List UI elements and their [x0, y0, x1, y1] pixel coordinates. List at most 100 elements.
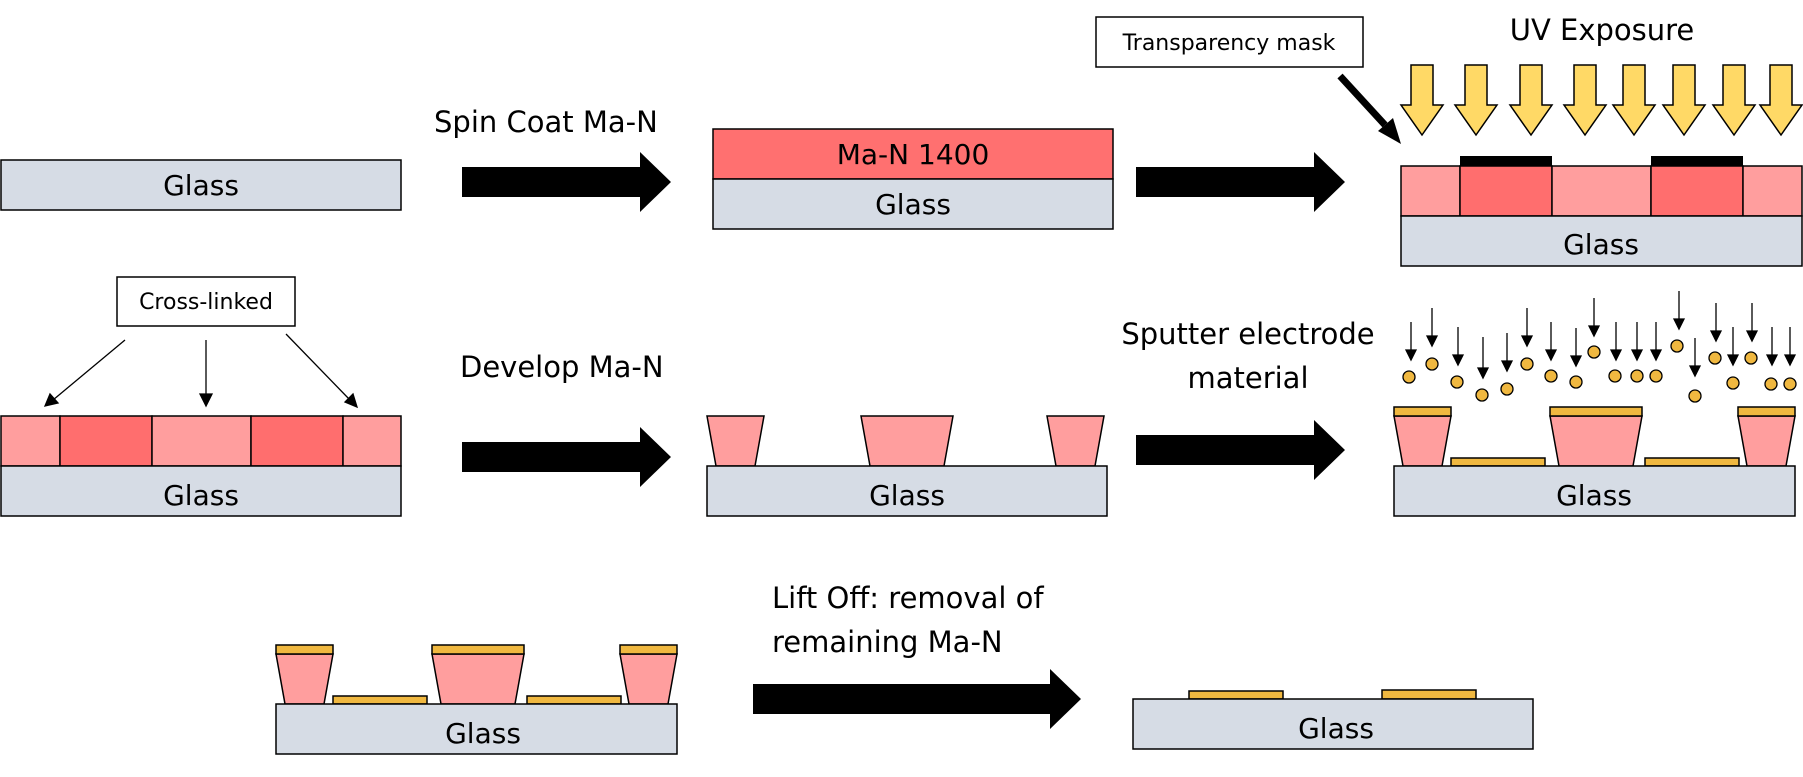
sputter-particle: [1783, 327, 1797, 391]
resist-unexposed: [0, 415, 61, 467]
sputter-particle: [1544, 322, 1558, 383]
sputter-particle: [1688, 338, 1702, 403]
resist-cross-linked: [59, 415, 153, 467]
callout-pointer: [1337, 73, 1388, 128]
sputter-particle: [1708, 303, 1723, 365]
uv-arrow: [1562, 64, 1608, 137]
callout-pointer-head: [1378, 118, 1401, 144]
resist-pillar: [1046, 415, 1105, 467]
liftoff-label-line2: remaining Ma-N: [772, 625, 1003, 659]
process-arrow: [462, 152, 671, 212]
uv-arrow: [1611, 64, 1657, 137]
gold-electrode: [332, 695, 428, 705]
mask-block: [1651, 156, 1743, 166]
glass-substrate: [712, 178, 1114, 230]
glass-label: Glass: [869, 479, 945, 512]
resist-unexposed: [1551, 165, 1652, 217]
uv-arrows: [1399, 64, 1803, 137]
sputter-particle: [1500, 333, 1514, 396]
sputter-particle: [1649, 322, 1663, 383]
step1-bare-glass: Glass: [0, 159, 402, 211]
sputter-particle: [1744, 303, 1759, 365]
sputter-particle: [1520, 308, 1534, 371]
sputter-particle: [1425, 308, 1439, 371]
sputter-particle: [1475, 337, 1490, 402]
step4-cross-linked: Glass: [0, 415, 402, 517]
glass-substrate: [706, 465, 1108, 517]
gold-layer: [1549, 406, 1643, 417]
cross-linked-callout: [116, 276, 296, 327]
resist-pillar: [1549, 415, 1643, 467]
step6-sputtered: Glass: [1393, 406, 1796, 517]
glass-substrate: [0, 465, 402, 517]
process-arrow: [462, 427, 671, 487]
sputter-particles: [1402, 291, 1797, 403]
step8-final-electrodes: Glass: [1132, 689, 1534, 750]
liftoff-label-line1: Lift Off: removal of: [772, 581, 1044, 615]
gold-layer: [431, 644, 525, 655]
gold-electrode: [1644, 457, 1740, 467]
resist-cross-linked: [250, 415, 344, 467]
step2-resist-coated: Ma-N 1400 Glass: [712, 128, 1114, 230]
uv-arrow: [1661, 64, 1707, 137]
resist-layer: [712, 128, 1114, 180]
callout-pointer-head: [43, 392, 60, 407]
sputter-particle: [1726, 327, 1740, 390]
glass-label: Glass: [1563, 228, 1639, 261]
resist-exposed: [1650, 165, 1744, 217]
resist-pillar: [275, 653, 334, 705]
spin-coat-label: Spin Coat Ma-N: [434, 105, 658, 139]
step3-uv-exposure: Glass: [1400, 156, 1803, 267]
resist-pillar: [431, 653, 525, 705]
gold-electrode: [1188, 690, 1284, 700]
resist-pillar: [1737, 415, 1796, 467]
glass-substrate: [1132, 698, 1534, 750]
glass-substrate: [1400, 215, 1803, 267]
glass-substrate: [0, 159, 402, 211]
resist-unexposed: [151, 415, 252, 467]
resist-pillar: [619, 653, 678, 705]
develop-label: Develop Ma-N: [460, 350, 664, 384]
process-arrow: [1136, 420, 1345, 480]
uv-arrow: [1758, 64, 1803, 137]
glass-substrate: [275, 703, 678, 755]
resist-unexposed: [342, 415, 402, 467]
sputter-label-line1: Sputter electrode: [1121, 317, 1374, 351]
sputter-particle: [1402, 322, 1418, 384]
uv-arrow: [1453, 64, 1499, 137]
callout-pointer-head: [198, 393, 214, 408]
resist-pillar: [860, 415, 954, 467]
sputter-particle: [1630, 322, 1644, 383]
resist-exposed: [1459, 165, 1553, 217]
sputter-particle: [1450, 327, 1465, 389]
uv-arrow: [1399, 64, 1445, 137]
cross-linked-label: Cross-linked: [139, 290, 273, 315]
callout-pointers: [43, 333, 359, 409]
sputter-label-line2: material: [1187, 361, 1308, 395]
gold-electrode: [526, 695, 622, 705]
glass-label: Glass: [163, 479, 239, 512]
resist-pillar: [1393, 415, 1452, 467]
gold-layer: [1393, 406, 1452, 417]
glass-label: Glass: [1298, 712, 1374, 745]
resist-unexposed: [1400, 165, 1461, 217]
mask-block: [1460, 156, 1552, 166]
gold-electrode: [1381, 689, 1477, 700]
sputter-particle: [1569, 328, 1583, 389]
gold-electrode: [1450, 457, 1546, 467]
gold-layer: [619, 644, 678, 655]
gold-layer: [275, 644, 334, 655]
glass-label: Glass: [1556, 479, 1632, 512]
glass-label: Glass: [445, 717, 521, 750]
glass-label: Glass: [163, 169, 239, 202]
process-arrow: [1136, 152, 1345, 212]
process-arrow: [753, 669, 1081, 729]
glass-label: Glass: [875, 188, 951, 221]
resist-label: Ma-N 1400: [837, 138, 990, 171]
transparency-mask-label: Transparency mask: [1122, 31, 1336, 56]
uv-exposure-label: UV Exposure: [1510, 13, 1695, 47]
callout-pointer: [52, 339, 126, 401]
resist-pillar: [706, 415, 765, 467]
sputter-particle: [1670, 291, 1686, 353]
